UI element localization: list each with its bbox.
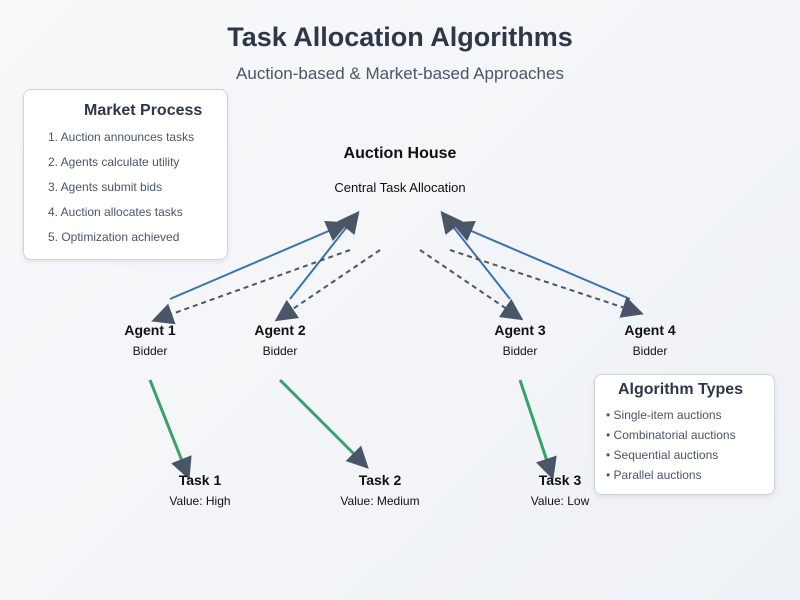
auction-house-title: Auction House <box>343 145 457 162</box>
agent-2-role: Bidder <box>262 344 298 358</box>
task-1-value: Value: High <box>169 494 231 508</box>
market-process-step-5: 5. Optimization achieved <box>48 230 180 244</box>
algorithm-type-2: • Combinatorial auctions <box>606 428 736 442</box>
announce-arrow-agent-3 <box>419 249 524 321</box>
algorithm-type-1: • Single-item auctions <box>606 408 722 422</box>
agent-1-role: Bidder <box>132 344 168 358</box>
agent-3-name: Agent 3 <box>494 322 546 338</box>
bid-arrow-agent-1 <box>169 220 349 300</box>
algorithm-types-title: Algorithm Types <box>618 381 744 398</box>
diagram-subtitle: Auction-based & Market-based Approaches <box>236 64 564 83</box>
announce-arrow-agent-4 <box>449 249 644 318</box>
agent-1-name: Agent 1 <box>124 322 176 338</box>
market-process-title: Market Process <box>84 102 203 119</box>
market-process-step-1: 1. Auction announces tasks <box>48 130 195 144</box>
market-process-step-2: 2. Agents calculate utility <box>48 155 180 169</box>
announce-arrow-agent-2 <box>274 249 381 322</box>
algorithm-types-panel: Algorithm Types • Single-item auctions •… <box>594 374 775 495</box>
task-1-name: Task 1 <box>178 472 222 488</box>
bid-arrow-agent-4 <box>451 220 631 300</box>
agent-3-role: Bidder <box>502 344 538 358</box>
task-3-name: Task 3 <box>538 472 582 488</box>
diagram-title: Task Allocation Algorithms <box>227 22 573 52</box>
bid-arrow-agent-3 <box>440 210 511 300</box>
algorithm-type-3: • Sequential auctions <box>606 448 719 462</box>
agent-2-name: Agent 2 <box>254 322 306 338</box>
auction-house-subtitle: Central Task Allocation <box>334 180 466 195</box>
assign-arrow-task-3 <box>518 379 557 480</box>
assign-arrow-task-1 <box>148 379 192 480</box>
agent-4-role: Bidder <box>632 344 668 358</box>
bid-arrow-agent-2 <box>289 210 360 300</box>
announce-arrow-agent-1 <box>151 249 351 325</box>
assign-arrow-task-2 <box>278 378 369 469</box>
task-2-value: Value: Medium <box>340 494 420 508</box>
task-3-value: Value: Low <box>530 494 590 508</box>
task-2-name: Task 2 <box>358 472 402 488</box>
market-process-step-4: 4. Auction allocates tasks <box>48 205 183 219</box>
agent-4-name: Agent 4 <box>624 322 676 338</box>
algorithm-type-4: • Parallel auctions <box>606 468 702 482</box>
market-process-step-3: 3. Agents submit bids <box>48 180 163 194</box>
market-process-panel: Market Process 1. Auction announces task… <box>23 89 228 260</box>
